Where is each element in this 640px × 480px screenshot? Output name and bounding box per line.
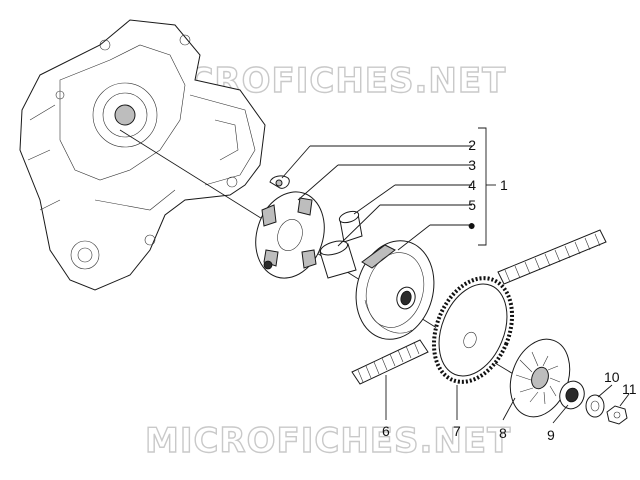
part-8-fan-plate: [509, 338, 571, 418]
variator-pulley: [355, 240, 435, 340]
part-6-belt-segment: [351, 339, 429, 385]
part-10-washer: [585, 394, 605, 418]
callout-7: 7: [453, 423, 461, 439]
part-2-clip: [269, 175, 290, 189]
kit-marker-bullet: ●: [468, 217, 476, 233]
callout-5: 5: [468, 197, 476, 213]
callout-9: 9: [547, 427, 555, 443]
callout-10: 10: [604, 369, 620, 385]
callout-11: 11: [622, 381, 637, 397]
part-4-bushing: [338, 210, 363, 243]
kit-bracket: [478, 127, 496, 246]
crankcase-housing: [19, 19, 266, 291]
callout-2: 2: [468, 137, 476, 153]
part-9-bearing: [559, 380, 585, 410]
callout-8: 8: [499, 425, 507, 441]
callout-4: 4: [468, 177, 476, 193]
callout-3: 3: [468, 157, 476, 173]
part-3-ramp-plate: [255, 191, 325, 279]
part-5-spacer-sleeve: [319, 240, 357, 279]
callout-6: 6: [382, 423, 390, 439]
upper-belt-segment: [497, 229, 607, 285]
part-11-nut: [606, 405, 628, 425]
leader-lines: [281, 145, 630, 424]
callout-1: 1: [500, 177, 508, 193]
watermark-bottom: MICROFICHES.NET: [145, 421, 511, 461]
part-7-ring-gear: [431, 276, 515, 384]
